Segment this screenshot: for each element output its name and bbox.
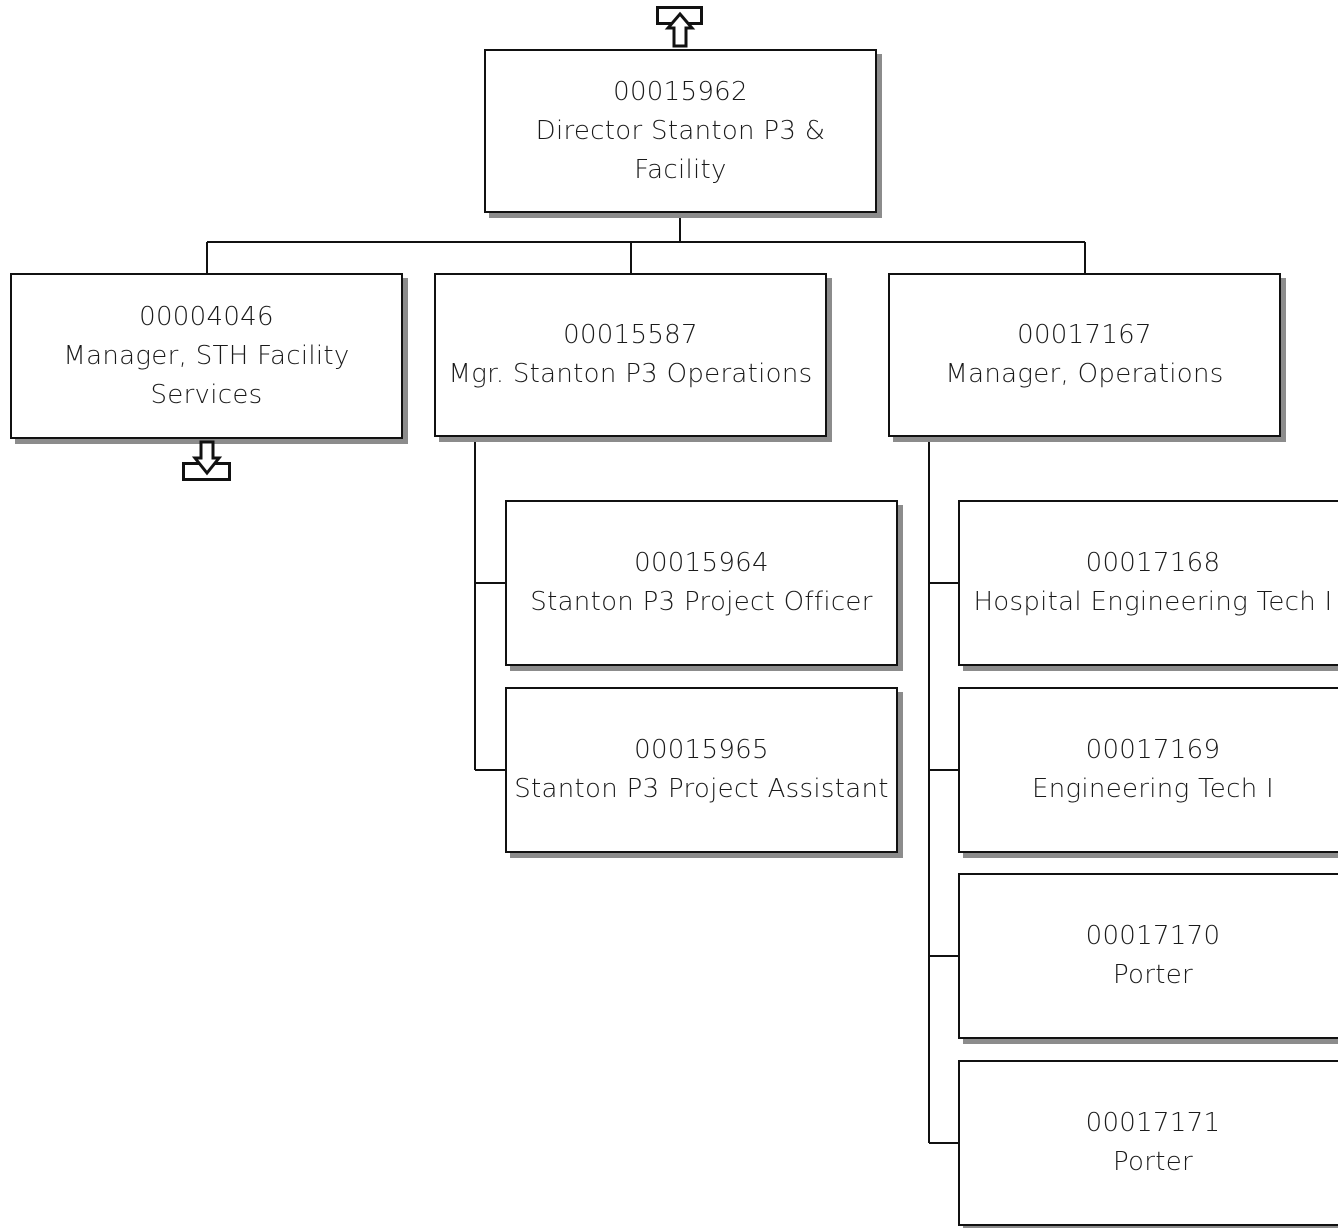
position-title: Engineering Tech I (1031, 774, 1275, 804)
position-id: 00015964 (634, 548, 769, 578)
position-box-porter[interactable]: 00017171 Porter (958, 1060, 1338, 1226)
position-box-project-assistant[interactable]: 00015965 Stanton P3 Project Assistant (505, 687, 898, 853)
position-title: Director Stanton P3 & (535, 115, 826, 146)
position-title: Manager, Operations (945, 359, 1224, 389)
position-box-manager-operations[interactable]: 00017167 Manager, Operations (888, 273, 1281, 437)
position-id: 00015962 (613, 76, 748, 107)
position-id: 00017170 (1085, 921, 1221, 951)
position-box-project-officer[interactable]: 00015964 Stanton P3 Project Officer (505, 500, 898, 666)
position-id: 00015587 (563, 320, 698, 350)
position-id: 00015965 (634, 735, 769, 765)
position-id: 00017168 (1085, 548, 1221, 578)
position-title: Mgr. Stanton P3 Operations (448, 359, 813, 389)
position-box-mgr-stanton-p3-operations[interactable]: 00015587 Mgr. Stanton P3 Operations (434, 273, 827, 437)
position-title: Stanton P3 Project Officer (530, 587, 873, 617)
position-box-hospital-engineering-tech[interactable]: 00017168 Hospital Engineering Tech I (958, 500, 1338, 666)
navigate-up-arrow-icon[interactable] (656, 6, 704, 48)
position-title: Porter (1112, 960, 1194, 990)
position-title: Stanton P3 Project Assistant (514, 774, 889, 804)
position-title: Porter (1112, 1147, 1194, 1177)
position-title: Hospital Engineering Tech I (973, 587, 1333, 617)
position-id: 00017171 (1085, 1108, 1221, 1138)
position-title: Services (150, 379, 263, 410)
position-id: 00017169 (1085, 735, 1221, 765)
position-box-manager-sth-facility[interactable]: 00004046 Manager, STH Facility Services (10, 273, 403, 439)
position-box-porter[interactable]: 00017170 Porter (958, 873, 1338, 1039)
position-id: 00004046 (139, 301, 274, 332)
navigate-down-arrow-icon[interactable] (182, 440, 232, 482)
position-box-director[interactable]: 00015962 Director Stanton P3 & Facility (484, 49, 877, 213)
position-id: 00017167 (1017, 320, 1152, 350)
position-box-engineering-tech[interactable]: 00017169 Engineering Tech I (958, 687, 1338, 853)
position-title: Facility (634, 154, 727, 185)
position-title: Manager, STH Facility (63, 340, 350, 371)
